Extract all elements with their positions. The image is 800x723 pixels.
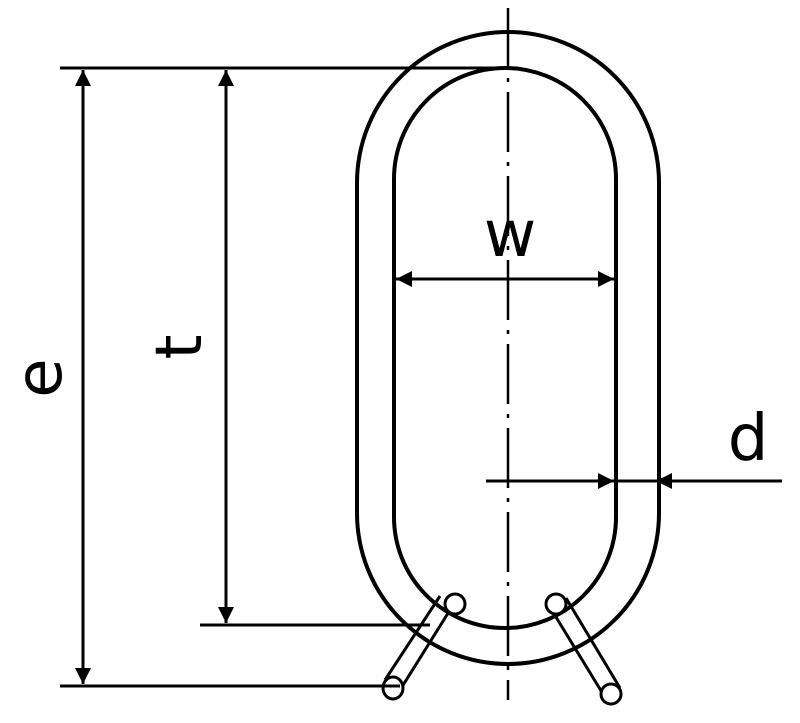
lower-link-right	[544, 592, 623, 706]
label-w: w	[484, 198, 536, 272]
label-e: e	[3, 358, 77, 397]
label-d: d	[728, 402, 769, 476]
link-inner-contour	[392, 66, 618, 630]
label-t: t	[143, 334, 217, 359]
lower-link-left	[381, 592, 467, 701]
